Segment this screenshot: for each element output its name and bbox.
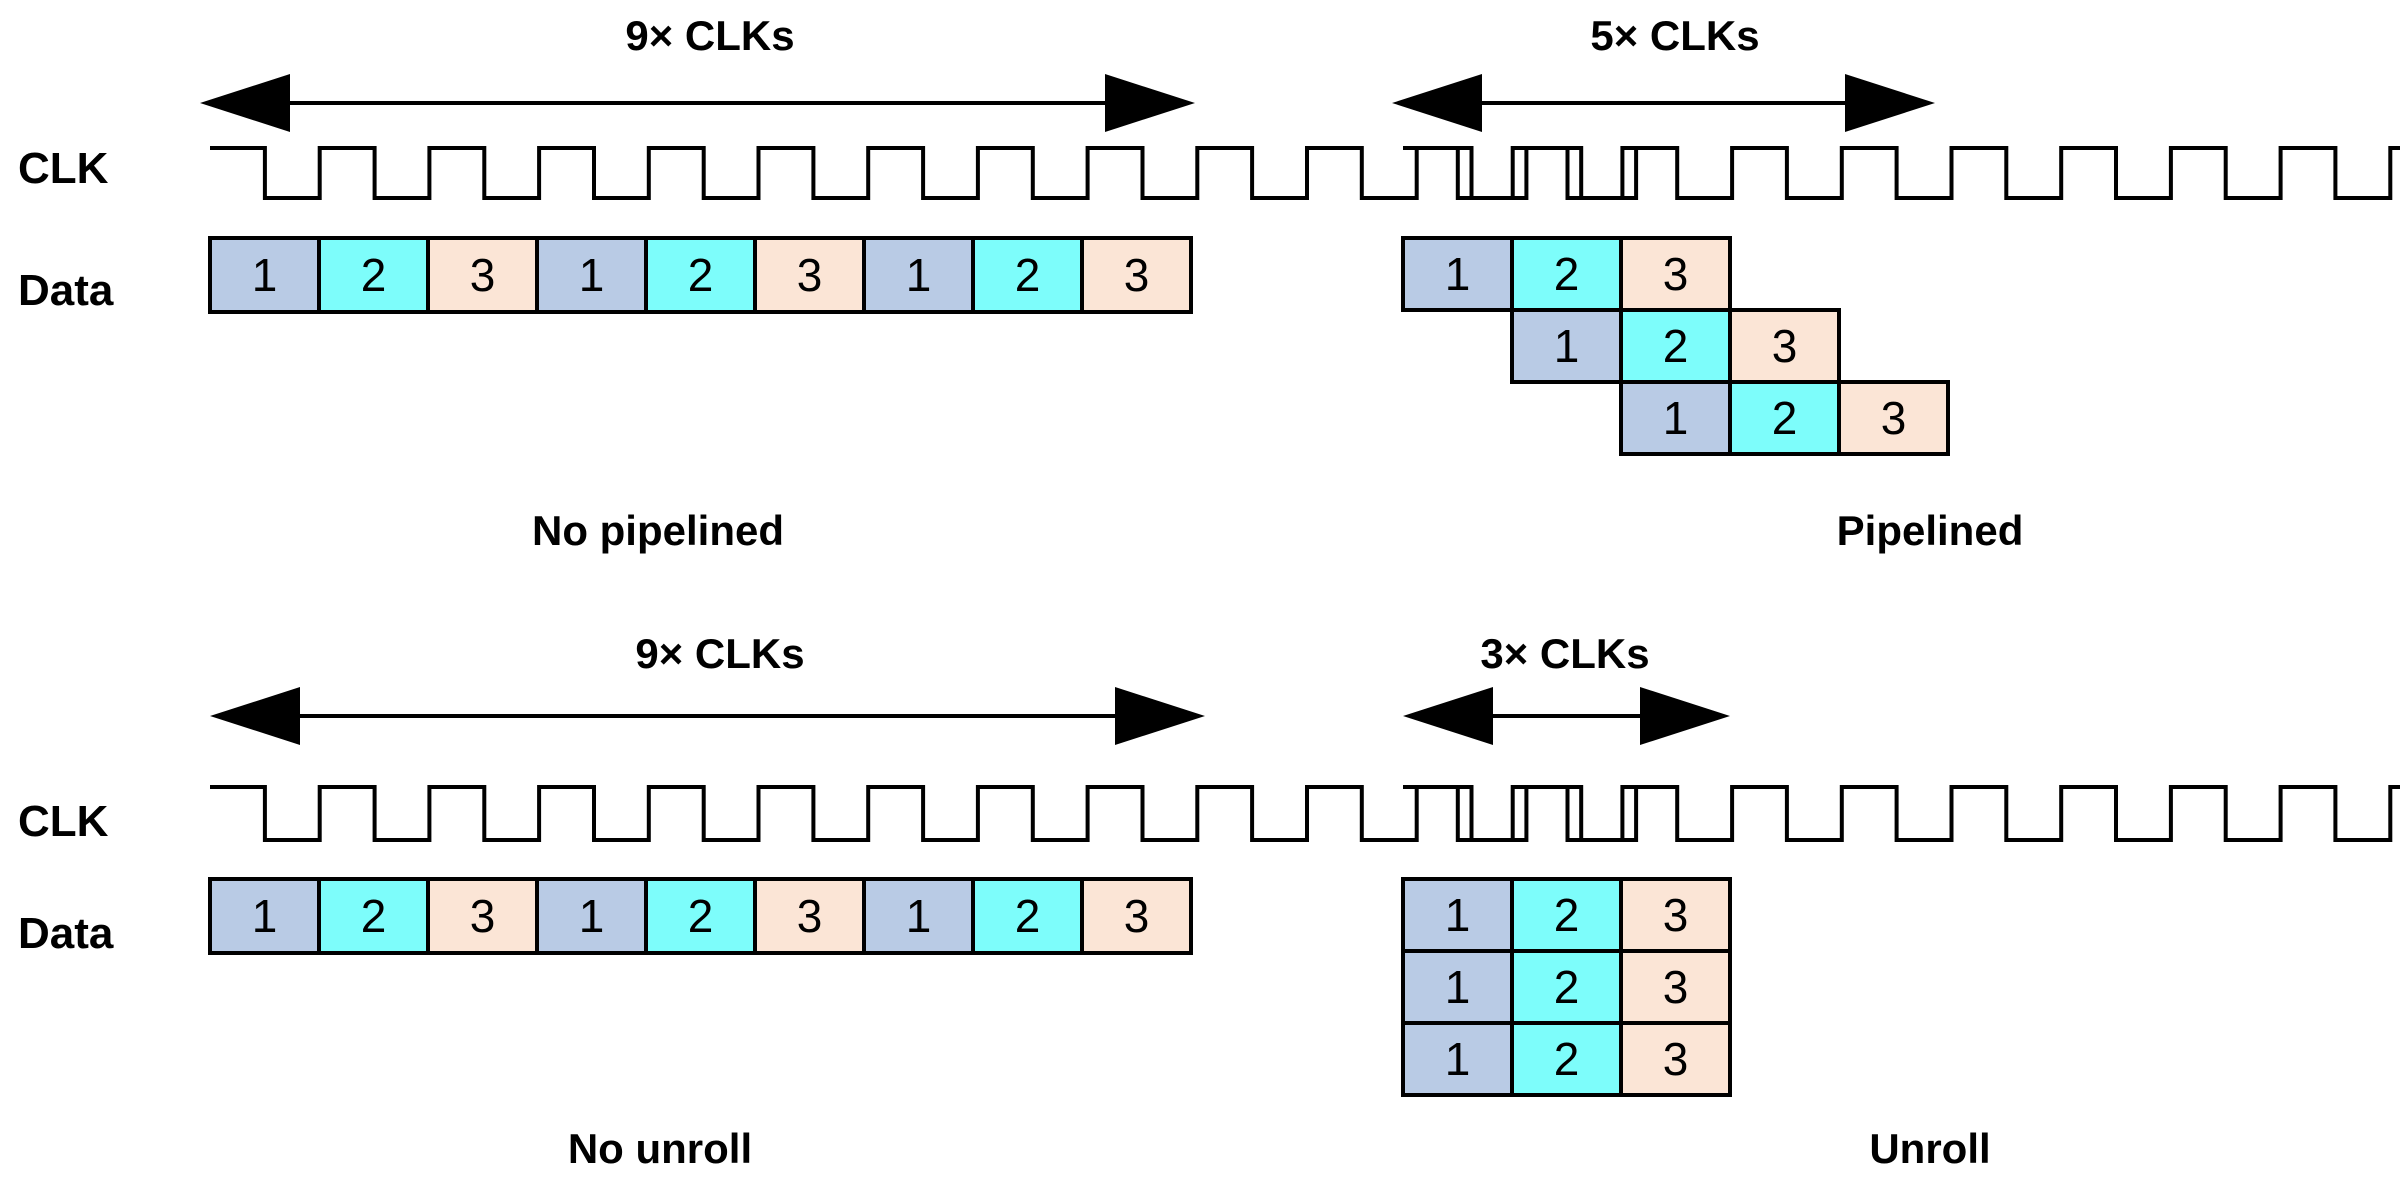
data-cell xyxy=(317,236,430,314)
data-cell xyxy=(644,877,757,955)
data-cell xyxy=(1401,236,1514,312)
data-cell xyxy=(426,877,539,955)
data-cell-label: 1 xyxy=(1554,320,1580,372)
data-cell-label: 3 xyxy=(1663,961,1689,1013)
data-cell xyxy=(535,877,648,955)
data-cell xyxy=(1728,308,1841,384)
data-cell-label: 1 xyxy=(579,249,605,301)
arrowhead-left xyxy=(1403,687,1493,745)
data-cell xyxy=(1619,308,1732,384)
panel-title-no-unroll: No unroll xyxy=(568,1125,752,1172)
data-cell-label: 3 xyxy=(1124,249,1150,301)
data-cell-label: 1 xyxy=(1445,889,1471,941)
arrowhead-left xyxy=(200,74,290,132)
data-cell-label: 3 xyxy=(797,890,823,942)
data-cell-label: 3 xyxy=(1663,248,1689,300)
data-cell-label: 3 xyxy=(1772,320,1798,372)
data-cell xyxy=(1619,949,1732,1025)
arrow-label-pipelined: 5× CLKs xyxy=(1590,12,1759,59)
data-cell-label: 1 xyxy=(1445,961,1471,1013)
data-cell xyxy=(1837,380,1950,456)
data-cells-no-pipelined: 1 2 3 1 2 3 1 2 3 xyxy=(208,236,1193,314)
panel-title-pipelined: Pipelined xyxy=(1837,507,2024,554)
panel-title-no-pipelined: No pipelined xyxy=(532,507,784,554)
data-cell-label: 2 xyxy=(1554,961,1580,1013)
data-cell-label: 1 xyxy=(252,890,278,942)
duration-arrow-no-pipelined xyxy=(200,74,1195,132)
panel-pipelined: 5× CLKs 1 2 3 1 2 3 1 2 3 Pipelined xyxy=(1392,12,2400,554)
data-cell-label: 1 xyxy=(579,890,605,942)
data-cell-label: 2 xyxy=(1554,1033,1580,1085)
data-cell-label: 2 xyxy=(361,890,387,942)
data-cell-label: 2 xyxy=(1015,249,1041,301)
clk-waveform-pipelined xyxy=(1403,146,2400,200)
clk-waveform-no-unroll xyxy=(210,785,1639,842)
data-cell-label: 2 xyxy=(1772,392,1798,444)
data-label: Data xyxy=(18,266,114,315)
data-cell-label: 2 xyxy=(1554,889,1580,941)
data-cell-label: 2 xyxy=(1663,320,1689,372)
data-cell xyxy=(426,236,539,314)
panel-title-unroll: Unroll xyxy=(1869,1125,1990,1172)
data-cell-label: 2 xyxy=(688,890,714,942)
data-cell-label: 1 xyxy=(1445,1033,1471,1085)
data-cell xyxy=(1401,877,1514,953)
arrowhead-left xyxy=(210,687,300,745)
duration-arrow-pipelined xyxy=(1392,74,1935,132)
arrowhead-right xyxy=(1105,74,1195,132)
data-cell xyxy=(862,877,975,955)
panel-unroll: 3× CLKs 1 2 3 1 2 3 1 2 3 Unroll xyxy=(1401,630,2400,1172)
data-cell-label: 1 xyxy=(1445,248,1471,300)
data-cell-label: 3 xyxy=(470,890,496,942)
data-cell-label: 2 xyxy=(1554,248,1580,300)
data-cell xyxy=(1080,236,1193,314)
data-cell-label: 3 xyxy=(1663,1033,1689,1085)
arrow-label-no-unroll: 9× CLKs xyxy=(635,630,804,677)
arrowhead-right xyxy=(1845,74,1935,132)
data-cell xyxy=(1619,1021,1732,1097)
data-cell-label: 1 xyxy=(252,249,278,301)
data-cell-label: 2 xyxy=(1015,890,1041,942)
clk-waveform-unroll xyxy=(1403,785,2400,842)
data-cell xyxy=(208,877,321,955)
panel-no-unroll: 9× CLKs CLK Data 1 2 3 1 2 3 1 2 3 No unroll xyxy=(18,630,1639,1172)
clk-label-2: CLK xyxy=(18,797,109,846)
clk-waveform-no-pipelined xyxy=(210,146,1639,200)
data-cell-label: 3 xyxy=(797,249,823,301)
duration-arrow-no-unroll xyxy=(210,687,1205,745)
data-cell xyxy=(1080,877,1193,955)
duration-arrow-unroll xyxy=(1403,687,1730,745)
clk-label: CLK xyxy=(18,144,109,193)
data-cell-label: 2 xyxy=(688,249,714,301)
data-cell xyxy=(1510,1021,1623,1097)
data-cell-label: 2 xyxy=(361,249,387,301)
data-cell-label: 1 xyxy=(1663,392,1689,444)
data-cell-label: 3 xyxy=(1663,889,1689,941)
data-cell-label: 1 xyxy=(906,890,932,942)
data-cell xyxy=(1619,380,1732,456)
arrowhead-left xyxy=(1392,74,1482,132)
data-cell-label: 3 xyxy=(1881,392,1907,444)
data-cell-label: 3 xyxy=(470,249,496,301)
data-cells-pipelined: 1 2 3 1 2 3 1 2 3 xyxy=(1401,236,1950,456)
data-label-2: Data xyxy=(18,909,114,958)
arrowhead-right xyxy=(1640,687,1730,745)
arrowhead-right xyxy=(1115,687,1205,745)
panel-no-pipelined: 9× CLKs CLK Data 1 2 3 1 2 3 1 2 3 No pipelined xyxy=(18,12,1639,554)
arrow-label-unroll: 3× CLKs xyxy=(1480,630,1649,677)
arrow-label-no-pipelined: 9× CLKs xyxy=(625,12,794,59)
data-cells-no-unroll: 1 2 3 1 2 3 1 2 3 xyxy=(208,877,1193,955)
data-cell-label: 3 xyxy=(1124,890,1150,942)
data-cell xyxy=(1728,380,1841,456)
data-cells-unroll: 1 2 3 1 2 3 1 2 3 xyxy=(1401,877,1732,1097)
data-cell xyxy=(971,877,1084,955)
data-cell-label: 1 xyxy=(906,249,932,301)
